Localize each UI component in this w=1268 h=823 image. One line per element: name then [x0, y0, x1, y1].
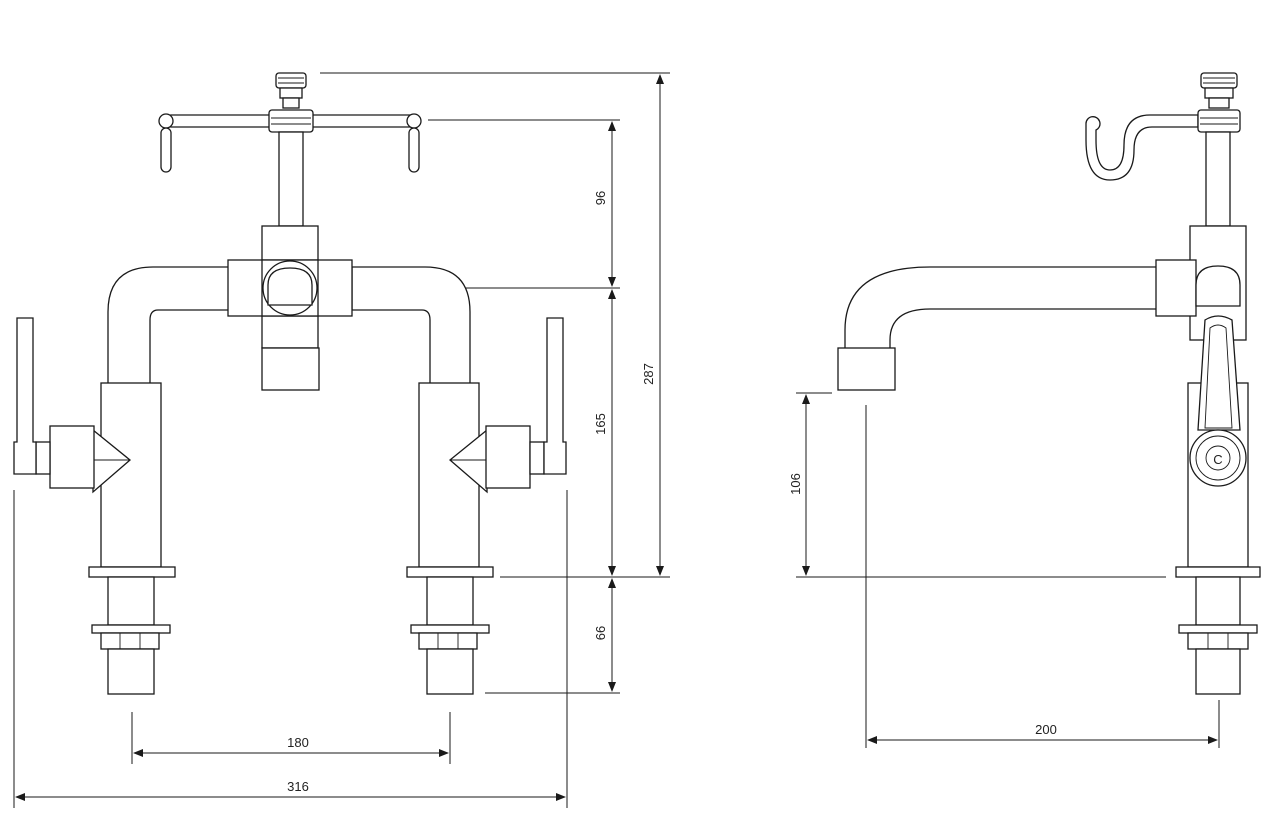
- dim-total-height: 287: [641, 363, 656, 385]
- dim-overall-width: 316: [287, 779, 309, 794]
- dim-spout-height: 106: [788, 473, 803, 495]
- side-extension-lines: [796, 392, 1220, 748]
- side-dimension-lines: [802, 394, 1218, 744]
- side-view: C 106 200: [788, 72, 1261, 748]
- front-right-valve: [406, 317, 567, 695]
- side-spout: [837, 266, 1159, 391]
- dim-centers: 180: [287, 735, 309, 750]
- front-left-valve: [13, 317, 176, 695]
- dim-spout-projection: 200: [1035, 722, 1057, 737]
- front-view: 96 165 66 287 180 316: [13, 72, 670, 808]
- dim-body-height: 165: [593, 413, 608, 435]
- dim-upper-height: 96: [593, 191, 608, 205]
- front-top-cross-handle: [158, 72, 422, 227]
- side-top-hook-handle: [1085, 72, 1241, 227]
- front-central-body: [107, 225, 471, 391]
- front-extension-lines: [13, 72, 670, 808]
- cold-indicator-mark: C: [1213, 452, 1222, 467]
- side-body: C: [1155, 225, 1261, 695]
- front-dimension-lines: [15, 74, 664, 801]
- dim-below-deck-height: 66: [593, 626, 608, 640]
